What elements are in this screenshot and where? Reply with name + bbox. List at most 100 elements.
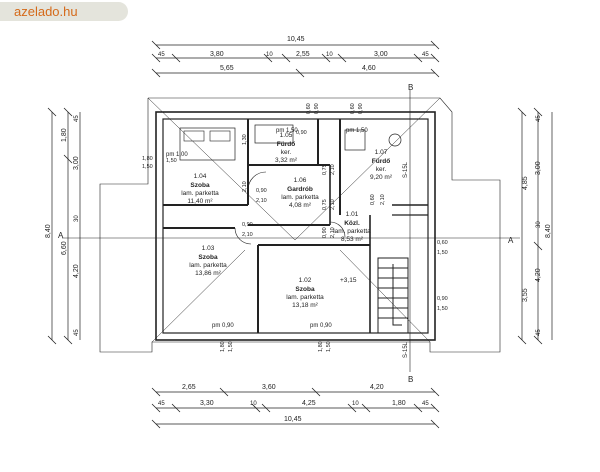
- dim-bottom: 45: [158, 401, 165, 407]
- svg-text:1.03: 1.03: [202, 245, 215, 252]
- watermark: azelado.hu: [0, 2, 128, 21]
- opening-tag: 0,90: [256, 188, 267, 194]
- dim-bottom: 1,80: [392, 400, 406, 407]
- dim-ticks: [47, 40, 543, 429]
- outer-wall: [155, 111, 436, 341]
- sill-height-label: pm 0,90: [212, 323, 234, 329]
- opening-tag: 1,80: [220, 341, 226, 352]
- dim-right: 3,55: [522, 288, 529, 302]
- section-marker-a: A: [508, 236, 514, 245]
- svg-text:1.04: 1.04: [194, 173, 207, 180]
- room-label: 1.06 Gardrób lam. parketta 4,08 m²: [281, 177, 319, 209]
- dim-right: 3,00: [535, 161, 542, 175]
- svg-text:Szoba: Szoba: [198, 254, 218, 261]
- svg-text:lam. parketta: lam. parketta: [189, 262, 227, 269]
- svg-text:13,86 m²: 13,86 m²: [195, 270, 221, 277]
- door-swing: [329, 221, 346, 238]
- opening-tag: 1,50: [326, 341, 332, 352]
- opening-tag: 0,60: [370, 194, 376, 205]
- opening-tag: 1,50: [437, 250, 448, 256]
- svg-text:1.05: 1.05: [280, 132, 293, 139]
- opening-tag: 0,60: [437, 240, 448, 246]
- dim-right: 45: [536, 329, 542, 336]
- svg-text:ker.: ker.: [376, 166, 387, 173]
- dim-bottom: 2,65: [182, 384, 196, 391]
- dim-bottom: 10: [352, 401, 359, 407]
- svg-text:lam. parketta: lam. parketta: [286, 294, 324, 301]
- svg-text:Fürdő: Fürdő: [277, 141, 295, 148]
- washbasin: [388, 133, 402, 147]
- sill-height-label: pm 0,90: [310, 323, 332, 329]
- room-label: 1.07 Fürdő ker. 9,20 m²: [370, 149, 393, 181]
- dim-left: 4,20: [73, 264, 80, 278]
- svg-text:Fürdő: Fürdő: [372, 158, 390, 165]
- svg-text:Szoba: Szoba: [190, 182, 210, 189]
- door-swing: [247, 171, 267, 191]
- section-marker-b: B: [408, 83, 413, 92]
- dim-bottom: 3,60: [262, 384, 276, 391]
- opening-tag: 2,10: [330, 227, 336, 238]
- opening-tag: 2,10: [330, 199, 336, 210]
- opening-tag: 1,80: [142, 156, 153, 162]
- dim-left: 45: [74, 115, 80, 122]
- stair-arrow: [392, 264, 402, 326]
- roof-hip-line: [339, 249, 431, 343]
- dim-top: 10: [326, 52, 333, 58]
- dim-top: 3,80: [210, 51, 224, 58]
- opening-tag: 0,75: [322, 199, 328, 210]
- opening-tag: 0,90: [242, 222, 253, 228]
- dim-bottom: 3,30: [200, 400, 214, 407]
- section-marker-b: B: [408, 375, 413, 384]
- sill-height-label: pm 1,00: [166, 152, 188, 158]
- opening-tag: 2,10: [330, 164, 336, 175]
- dim-left: 1,80: [61, 128, 68, 142]
- opening-tag: 2,10: [256, 198, 267, 204]
- opening-tag: 1,80: [318, 341, 324, 352]
- dim-bottom: 45: [422, 401, 429, 407]
- dim-bottom-total: 10,45: [284, 416, 302, 423]
- roof-hip-line: [147, 97, 296, 241]
- staircase: [377, 257, 409, 334]
- svg-text:13,18 m²: 13,18 m²: [292, 302, 318, 309]
- svg-text:ker.: ker.: [281, 149, 292, 156]
- svg-text:Szoba: Szoba: [295, 286, 315, 293]
- opening-tag: 0,90: [322, 227, 328, 238]
- svg-text:11,40 m²: 11,40 m²: [187, 198, 213, 205]
- svg-text:lam. parketta: lam. parketta: [333, 228, 371, 235]
- opening-tag: 2,10: [242, 232, 253, 238]
- svg-text:1.06: 1.06: [294, 177, 307, 184]
- dim-top: 45: [422, 52, 429, 58]
- opening-tag: 0,90: [437, 296, 448, 302]
- svg-text:1.07: 1.07: [375, 149, 388, 156]
- dim-bottom: 10: [250, 401, 257, 407]
- opening-tag: 1,50: [166, 158, 177, 164]
- bathtub: [254, 124, 294, 144]
- opening-tag: 1,50: [437, 306, 448, 312]
- dim-right: 45: [536, 115, 542, 122]
- dim-top-total: 10,45: [287, 36, 305, 43]
- level-mark: +3,15: [340, 277, 357, 284]
- room-label: 1.03 Szoba lam. parketta 13,86 m²: [189, 245, 227, 277]
- svg-text:9,20 m²: 9,20 m²: [370, 174, 393, 181]
- svg-text:8,53 m²: 8,53 m²: [341, 236, 364, 243]
- dim-top: 2,55: [296, 51, 310, 58]
- dim-left: 3,00: [73, 156, 80, 170]
- shower: [344, 129, 366, 151]
- svg-text:3,32 m²: 3,32 m²: [275, 157, 298, 164]
- svg-text:Gardrób: Gardrób: [287, 186, 313, 193]
- svg-text:Közl.: Közl.: [344, 220, 360, 227]
- svg-text:1.02: 1.02: [299, 277, 312, 284]
- svg-text:1.01: 1.01: [346, 211, 359, 218]
- dim-right: 8,40: [545, 224, 552, 238]
- room-label: 1.05 Fürdő ker. 3,32 m²: [275, 132, 298, 164]
- roof-outline: [99, 97, 501, 353]
- dim-bottom: 4,20: [370, 384, 384, 391]
- room-label: 1.01 Közl. lam. parketta 8,53 m²: [333, 211, 371, 243]
- dim-top: 10: [266, 52, 273, 58]
- dim-bottom: 4,25: [302, 400, 316, 407]
- roof-hip-line: [151, 249, 246, 343]
- dim-right: 4,85: [522, 176, 529, 190]
- dim-left: 45: [74, 329, 80, 336]
- pillow: [209, 130, 231, 142]
